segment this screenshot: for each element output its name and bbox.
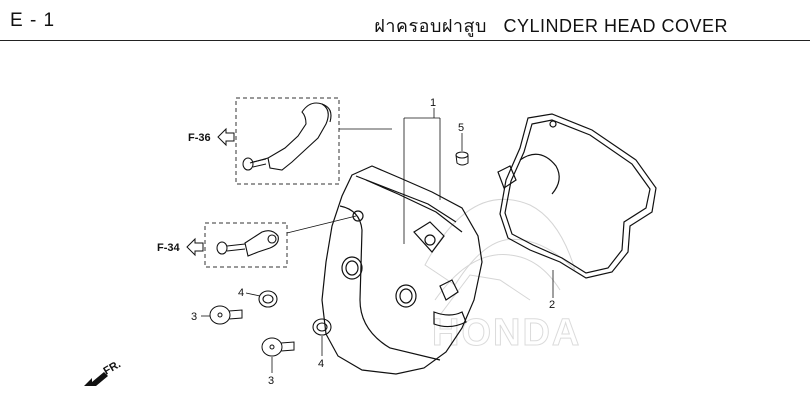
ref-f36[interactable]: F-36 (188, 127, 235, 147)
callout-4-lower: 4 (318, 358, 324, 370)
cylinder-head-cover (321, 165, 483, 375)
honda-watermark-text: HONDA (432, 312, 581, 354)
dowel-pin (455, 151, 469, 166)
title-english: CYLINDER HEAD COVER (503, 16, 728, 36)
pipe-clamp-lower (244, 230, 279, 257)
callout-3-upper: 3 (191, 311, 197, 323)
front-direction-arrow: FR. (84, 358, 123, 386)
special-bolt-upper (209, 305, 243, 325)
front-direction-label: FR. (102, 358, 123, 377)
leader-f34 (286, 215, 357, 234)
ref-f34[interactable]: F-34 (157, 237, 204, 257)
callout-2: 2 (549, 299, 555, 311)
callout-3-lower: 3 (268, 375, 274, 387)
bolt-lower (216, 241, 246, 255)
callout-5: 5 (458, 122, 464, 134)
callout-leaders (201, 108, 554, 373)
page-code: E - 1 (10, 10, 56, 31)
title-thai: ฝาครอบฝาสูบ (374, 16, 487, 36)
ref-f36-label: F-36 (188, 132, 211, 144)
group-box-f36 (235, 97, 340, 185)
ref-f34-label: F-34 (157, 242, 181, 254)
seal-washer-upper (258, 290, 278, 308)
callout-4-upper: 4 (238, 287, 244, 299)
page-title: ฝาครอบฝาสูบ CYLINDER HEAD COVER (374, 11, 728, 40)
callout-1: 1 (430, 97, 436, 109)
seal-washer-lower (312, 318, 332, 336)
honda-watermark: HONDA (424, 198, 581, 355)
special-bolt-lower (261, 337, 295, 357)
head-cover-gasket (497, 113, 657, 279)
bolt-upper (242, 157, 267, 171)
header-rule (0, 40, 810, 41)
